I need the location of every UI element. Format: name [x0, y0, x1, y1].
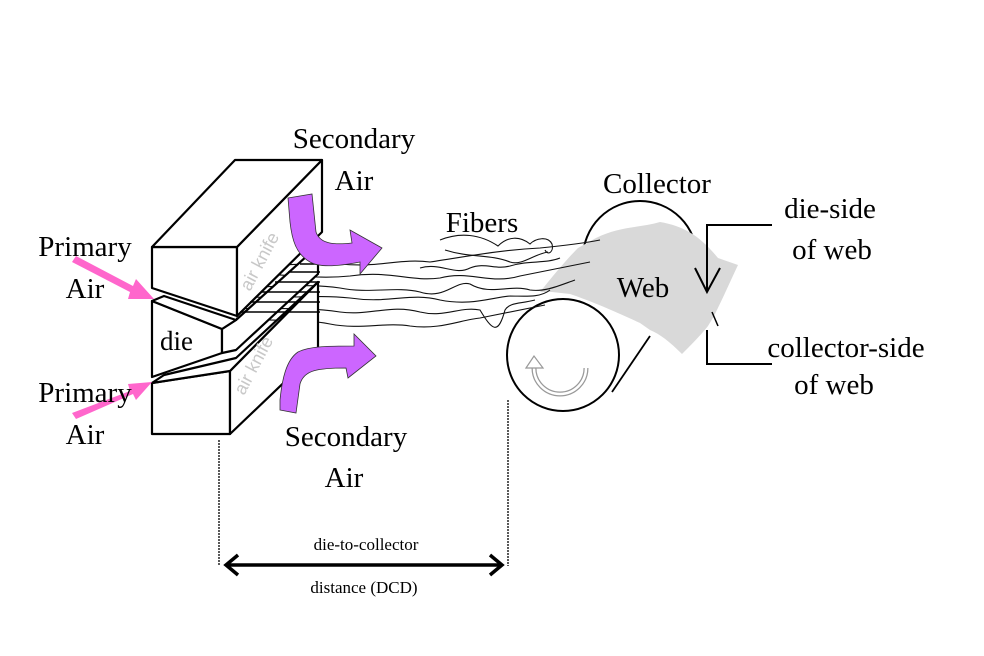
collector-assembly [506, 200, 738, 412]
dcd-dimension: die-to-collector distance (DCD) [218, 400, 509, 597]
secondary-air-bottom-arrow-icon [279, 333, 377, 414]
collector-side-label-line1: collector-side [767, 332, 924, 364]
primary-air-top-label-line1: Primary [38, 231, 132, 263]
secondary-air-bottom-label-line1: Secondary [285, 421, 408, 453]
secondary-air-top-label-line2: Air [335, 165, 374, 197]
web-side-indicator [694, 224, 772, 365]
web-sheet [540, 222, 738, 354]
die-side-label-line1: die-side [784, 193, 876, 225]
secondary-air-top-label-line1: Secondary [293, 123, 416, 155]
collector-label: Collector [603, 168, 711, 200]
primary-air-bottom-arrow-icon [72, 382, 152, 419]
collector-side-label-line2: of web [794, 369, 874, 401]
rotation-arrow-icon [524, 354, 589, 397]
double-headed-arrow-icon [223, 553, 505, 577]
die-side-label-line2: of web [792, 234, 872, 266]
primary-air-bottom-label-line1: Primary [38, 377, 132, 409]
collector-belt-lower [611, 335, 651, 393]
fibers-label: Fibers [446, 207, 519, 239]
dcd-label-line1: die-to-collector [314, 535, 419, 554]
collector-drum-bottom [506, 298, 620, 412]
dcd-label-line2: distance (DCD) [310, 578, 417, 597]
web-label: Web [617, 272, 669, 304]
primary-air-bottom-label-line2: Air [66, 419, 105, 451]
die-label: die [160, 326, 193, 356]
secondary-air-top-arrow-icon [287, 193, 383, 276]
primary-air-top-arrow-icon [72, 256, 154, 299]
primary-air-top-label-line2: Air [66, 273, 105, 305]
secondary-air-bottom-label-line2: Air [325, 462, 364, 494]
